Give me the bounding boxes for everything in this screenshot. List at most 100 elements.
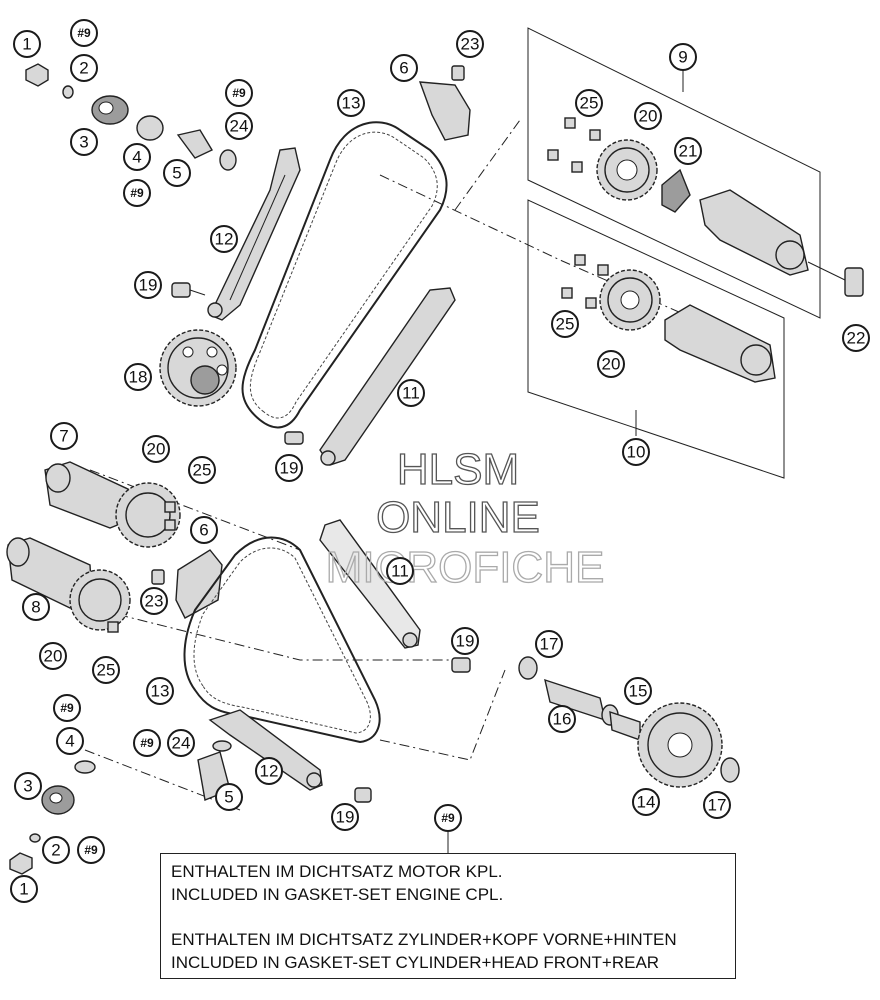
svg-text:25: 25 (193, 461, 212, 480)
gasket-set-note: ENTHALTEN IM DICHTSATZ MOTOR KPL. INCLUD… (160, 853, 736, 979)
callout: 17 (703, 791, 731, 819)
note-line-4: INCLUDED IN GASKET-SET CYLINDER+HEAD FRO… (171, 953, 660, 972)
watermark-line-2: ONLINE (376, 493, 540, 542)
svg-text:11: 11 (402, 384, 420, 403)
callout: 22 (842, 324, 870, 352)
callout: 5 (215, 783, 243, 811)
svg-text:6: 6 (399, 59, 408, 78)
group-frames (527, 27, 821, 479)
callout: 2 (70, 54, 98, 82)
svg-text:18: 18 (129, 368, 148, 387)
callout: 12 (255, 757, 283, 785)
svg-text:8: 8 (31, 598, 40, 617)
svg-text:#9: #9 (232, 86, 246, 100)
svg-text:#9: #9 (130, 186, 144, 200)
callout: 8 (22, 593, 50, 621)
svg-text:25: 25 (556, 315, 575, 334)
callout: 1 (10, 875, 38, 903)
callout: 20 (39, 642, 67, 670)
top-left-small-parts (25, 63, 237, 171)
callout: #9 (77, 836, 105, 864)
svg-text:20: 20 (44, 647, 63, 666)
svg-text:5: 5 (224, 788, 233, 807)
callout: 1 (13, 30, 41, 58)
upper-sprocket (159, 329, 237, 407)
camshaft-group-9 (547, 117, 864, 297)
callout: 9 (669, 43, 697, 71)
callout: 15 (624, 677, 652, 705)
svg-text:1: 1 (22, 35, 31, 54)
svg-text:10: 10 (627, 443, 646, 462)
callout: 6 (190, 516, 218, 544)
svg-text:4: 4 (65, 732, 74, 751)
svg-text:4: 4 (132, 148, 141, 167)
svg-text:12: 12 (260, 762, 279, 781)
svg-text:17: 17 (708, 796, 727, 815)
svg-text:20: 20 (602, 355, 621, 374)
callout: 16 (548, 705, 576, 733)
axis-lines (59, 119, 721, 811)
watermark-line-3: MICROFICHE (326, 543, 605, 592)
callout: #9 (123, 179, 151, 207)
svg-text:9: 9 (678, 48, 687, 67)
svg-text:15: 15 (629, 682, 648, 701)
svg-text:13: 13 (151, 682, 170, 701)
callout: 20 (634, 102, 662, 130)
callouts: 1 #9 2 3 4 5 #9 #9 24 6 23 13 12 19 18 1… (10, 19, 870, 903)
upper-chain-tensioner (418, 65, 471, 141)
svg-text:19: 19 (336, 808, 355, 827)
svg-text:13: 13 (342, 94, 361, 113)
svg-text:16: 16 (553, 710, 572, 729)
svg-text:7: 7 (59, 427, 68, 446)
callout: 25 (551, 310, 579, 338)
svg-text:25: 25 (97, 661, 116, 680)
callout: 5 (163, 159, 191, 187)
callout: 6 (390, 54, 418, 82)
lower-chain-guide (208, 709, 323, 791)
svg-text:2: 2 (51, 841, 60, 860)
svg-text:5: 5 (172, 164, 181, 183)
svg-text:#9: #9 (140, 736, 154, 750)
svg-text:23: 23 (145, 592, 164, 611)
callout: 11 (397, 379, 425, 407)
lower-camshaft-7 (44, 461, 181, 548)
lower-camshaft-8 (6, 537, 131, 633)
callout: #9 (53, 694, 81, 722)
svg-text:3: 3 (23, 777, 32, 796)
svg-text:19: 19 (456, 632, 475, 651)
svg-text:#9: #9 (60, 701, 74, 715)
callout: 21 (674, 137, 702, 165)
upper-timing-chain (241, 121, 448, 429)
svg-text:20: 20 (639, 107, 658, 126)
svg-text:25: 25 (580, 94, 599, 113)
lower-chain-tensioner (151, 549, 223, 619)
callout: 18 (124, 363, 152, 391)
callout: 4 (123, 143, 151, 171)
callout: 19 (275, 454, 303, 482)
callout: 19 (331, 803, 359, 831)
svg-text:22: 22 (847, 329, 866, 348)
callout: 3 (14, 772, 42, 800)
callout: 4 (56, 727, 84, 755)
svg-text:6: 6 (199, 521, 208, 540)
callout: 25 (92, 656, 120, 684)
svg-text:20: 20 (147, 440, 166, 459)
callout: 11 (386, 557, 414, 585)
callout: 14 (632, 788, 660, 816)
svg-text:3: 3 (79, 133, 88, 152)
svg-text:11: 11 (391, 562, 409, 581)
callout: #9 (133, 729, 161, 757)
lower-tensioner-rail (319, 519, 421, 649)
callout: 23 (140, 587, 168, 615)
callout: 20 (597, 350, 625, 378)
watermark: HLSM ONLINE MICROFICHE (325, 444, 605, 592)
callout: 17 (535, 630, 563, 658)
svg-text:24: 24 (172, 734, 191, 753)
svg-text:2: 2 (79, 59, 88, 78)
svg-text:19: 19 (139, 276, 158, 295)
callout: 19 (451, 627, 479, 655)
svg-text:14: 14 (637, 793, 656, 812)
upper-tensioner-rail (319, 287, 456, 466)
upper-chain-guide (207, 147, 301, 321)
